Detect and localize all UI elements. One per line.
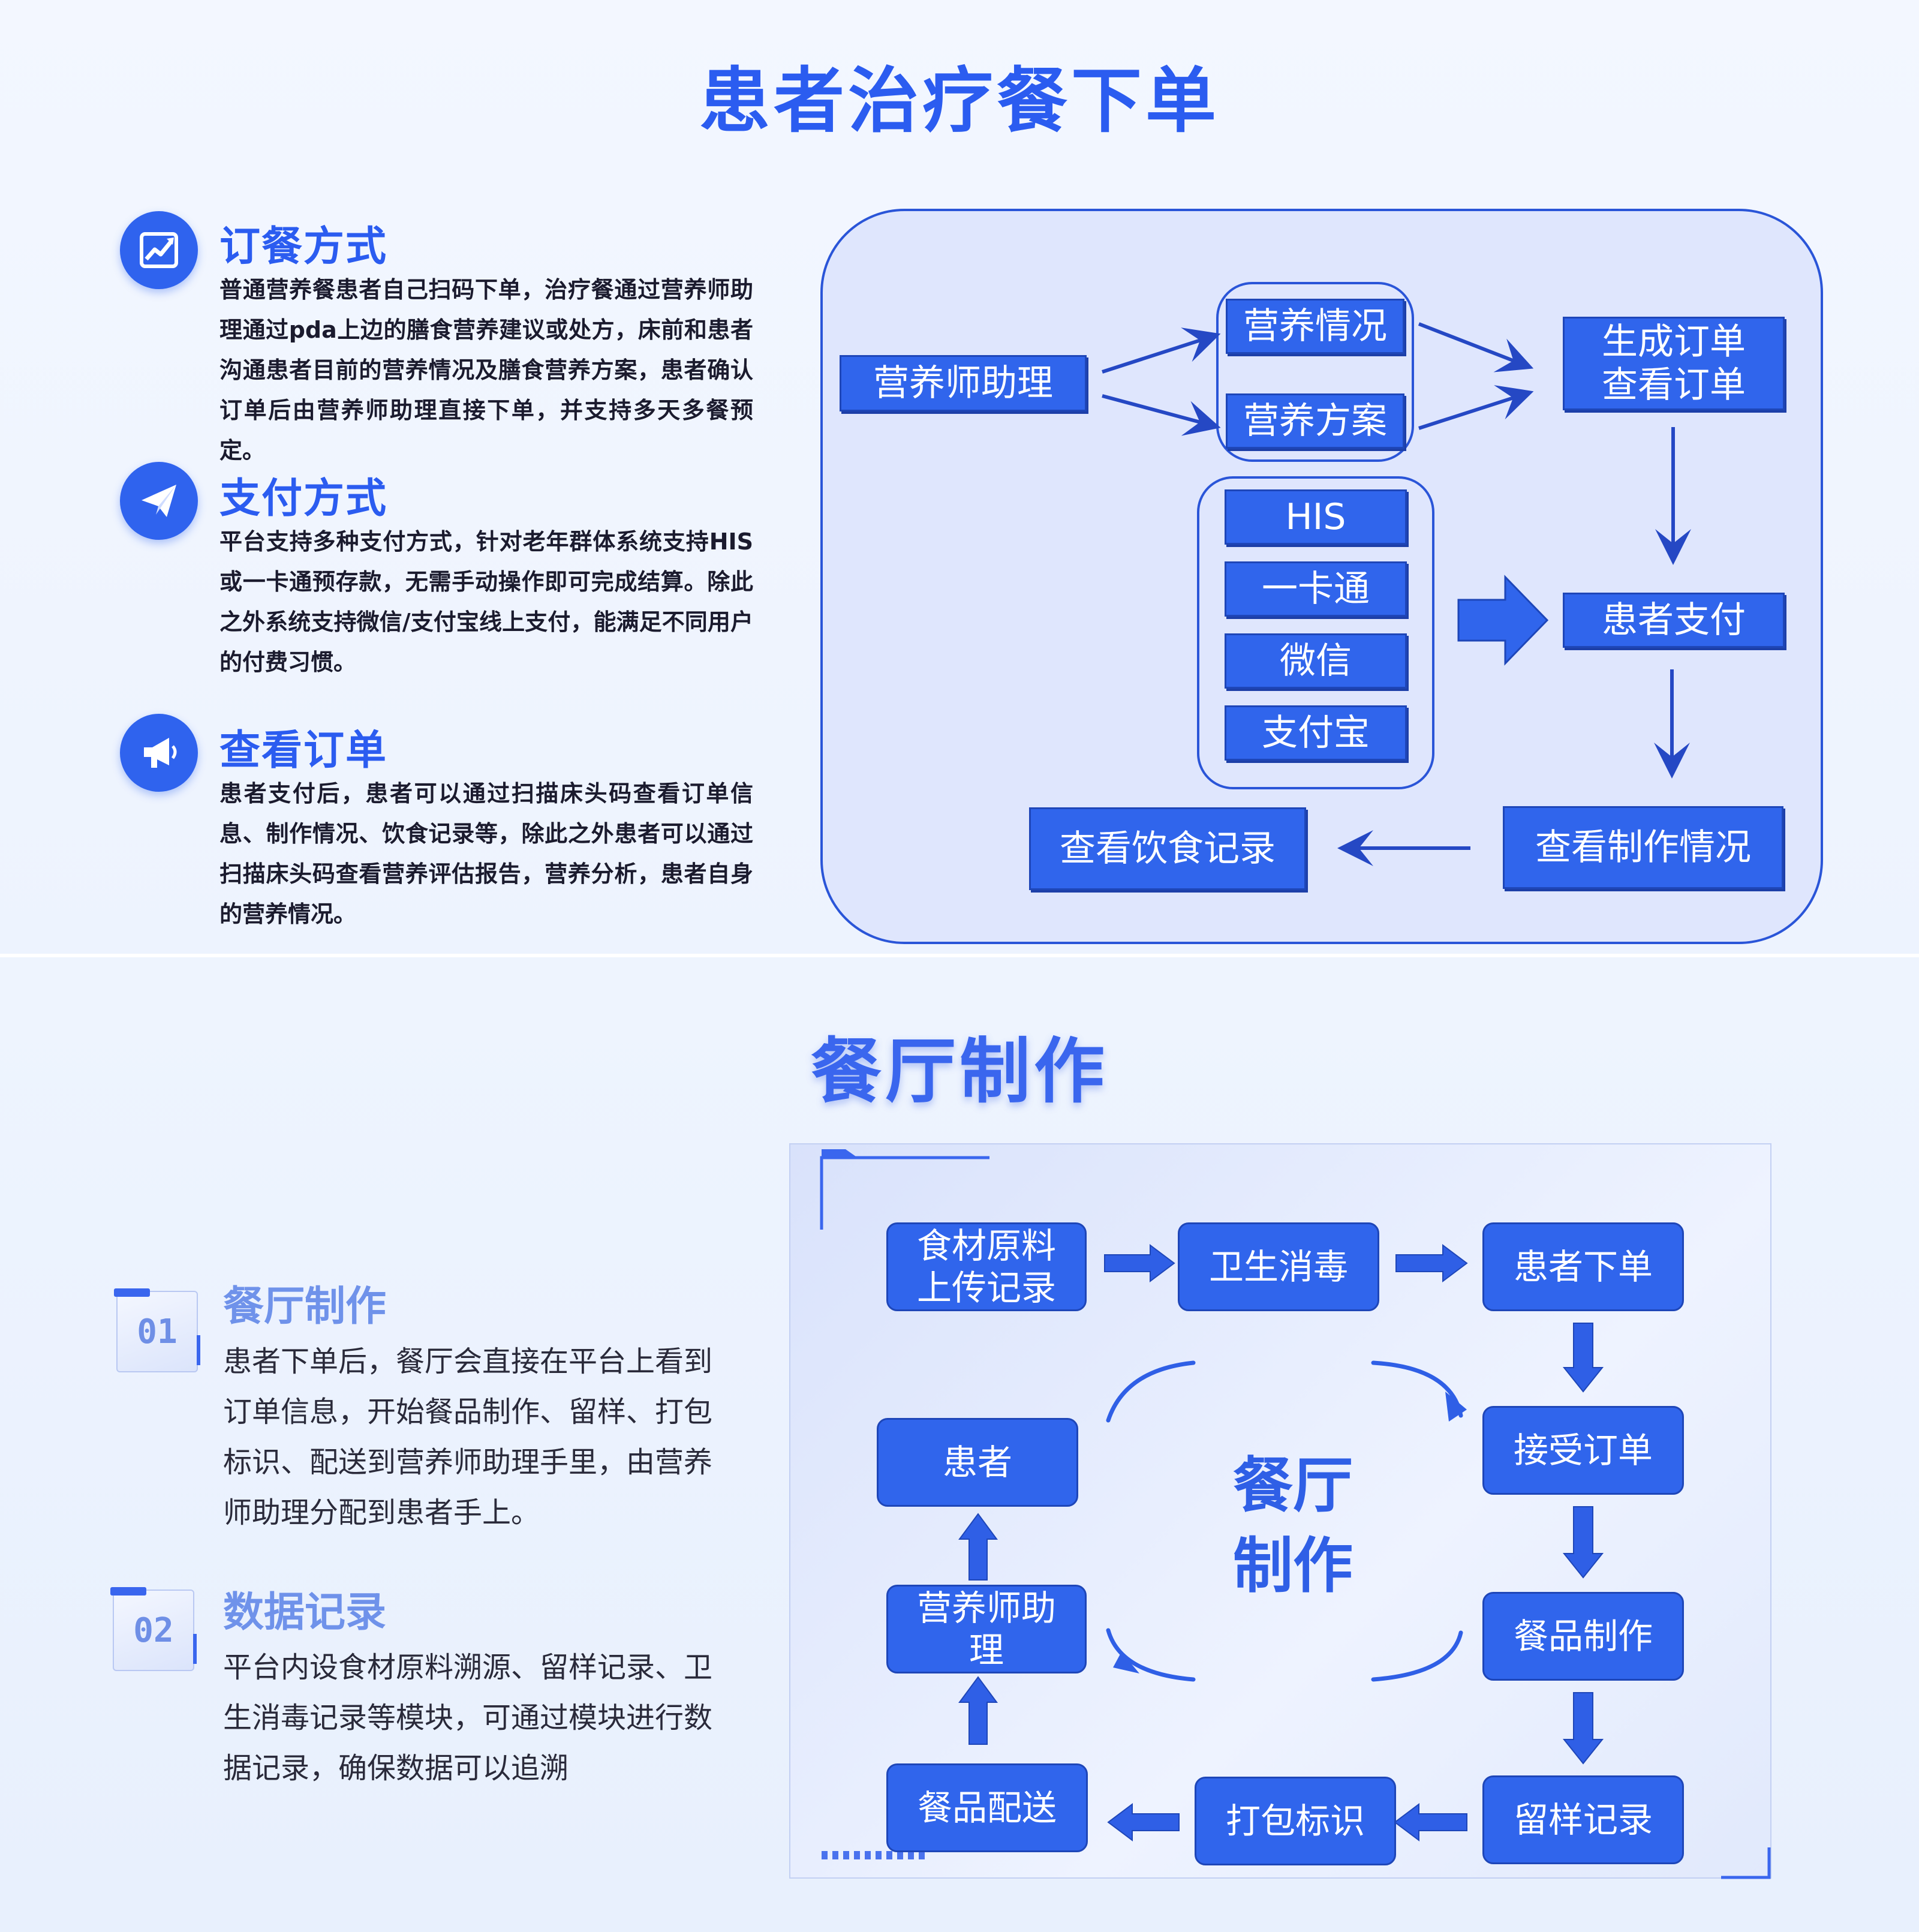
node-nutrition-plan: 营养方案: [1226, 393, 1404, 449]
badge-01: 01: [114, 1288, 200, 1372]
arrow-sample-pack: [1394, 1803, 1467, 1841]
node-ingredients: 食材原料 上传记录: [886, 1222, 1087, 1311]
megaphone-icon: [120, 714, 198, 792]
section-body-view-order: 患者支付后，患者可以通过扫描床头码查看订单信息、制作情况、饮食记录等，除此之外患…: [219, 780, 753, 927]
page-title-ordering: 患者治疗餐下单: [699, 59, 1220, 142]
payment-options-group: [1197, 476, 1434, 789]
node-patient-pay: 患者支付: [1563, 593, 1785, 648]
node-patient: 患者: [877, 1418, 1078, 1507]
page-title-production: 餐厅制作: [810, 1030, 1108, 1113]
center-label-line2: 制作: [1233, 1531, 1353, 1601]
node-delivery: 餐品配送: [886, 1763, 1088, 1852]
node-sample-record: 留样记录: [1482, 1775, 1684, 1864]
node-view-production: 查看制作情况: [1503, 806, 1783, 889]
arrow-assistant-status: [1102, 327, 1221, 374]
node-nutrition-status: 营养情况: [1226, 299, 1404, 354]
chart-icon: [120, 211, 198, 289]
nutrition-group: [1216, 282, 1414, 462]
cycle-arc-bottom-left: [1106, 1628, 1196, 1682]
node-pay-wechat: 微信: [1225, 633, 1407, 689]
arrow-options-to-pay: [1457, 575, 1549, 666]
paper-plane-icon: [120, 462, 198, 540]
arrow-sanitize-order: [1395, 1244, 1468, 1282]
node-order: 生成订单 查看订单: [1563, 317, 1785, 410]
cycle-arrowhead-2: [1113, 1652, 1139, 1673]
section-title-view-order: 查看订单: [219, 727, 388, 774]
badge-02: 02: [110, 1587, 197, 1671]
node-pay-his: HIS: [1225, 489, 1407, 545]
node-patient-order: 患者下单: [1482, 1222, 1684, 1311]
arrow-ingredients-sanitize: [1104, 1244, 1175, 1282]
arrow-assistant-plan: [1102, 394, 1221, 436]
item-title-production: 餐厅制作: [223, 1283, 387, 1330]
node-assistant: 营养师助理: [840, 355, 1087, 411]
node-meal-production: 餐品制作: [1482, 1592, 1684, 1681]
arrow-produce-sample: [1562, 1692, 1604, 1765]
node-assistant-bottom: 营养师助 理: [886, 1585, 1087, 1673]
section-title-ordering: 订餐方式: [219, 223, 388, 271]
node-pay-alipay: 支付宝: [1225, 705, 1407, 761]
item-title-records: 数据记录: [223, 1589, 387, 1636]
arrow-delivery-assistant: [958, 1676, 998, 1745]
node-pay-card: 一卡通: [1225, 561, 1407, 617]
section-title-payment: 支付方式: [219, 475, 388, 522]
center-label-line1: 餐厅: [1233, 1450, 1353, 1521]
cycle-arc-bottom-right: [1371, 1630, 1463, 1682]
item-body-records: 平台内设食材原料溯源、留样记录、卫生消毒记录等模块，可通过模块进行数据记录，确保…: [223, 1651, 713, 1785]
item-body-production: 患者下单后，餐厅会直接在平台上看到订单信息，开始餐品制作、留样、打包标识、配送到…: [223, 1345, 713, 1530]
node-view-diet: 查看饮食记录: [1029, 807, 1306, 890]
cycle-arrowhead-1: [1445, 1392, 1467, 1422]
arrow-accept-produce: [1562, 1506, 1604, 1579]
cycle-arc-top-left: [1106, 1360, 1196, 1423]
section-body-payment: 平台支持多种支付方式，针对老年群体系统支持HIS或一卡通预存款，无需手动操作即可…: [219, 528, 753, 675]
node-accept-order: 接受订单: [1482, 1406, 1684, 1495]
section-body-ordering: 普通营养餐患者自己扫码下单，治疗餐通过营养师助理通过pda上边的膳食营养建议或处…: [219, 277, 753, 464]
node-sanitize: 卫生消毒: [1178, 1222, 1379, 1311]
node-pack-label: 打包标识: [1195, 1777, 1396, 1865]
arrow-plan-order: [1418, 385, 1534, 430]
panel-divider: [0, 954, 1919, 957]
arrow-assistant-patient: [958, 1513, 998, 1581]
arrow-order-accept: [1562, 1323, 1604, 1393]
arrow-status-order: [1418, 322, 1534, 372]
arrow-pack-delivery: [1107, 1803, 1180, 1841]
